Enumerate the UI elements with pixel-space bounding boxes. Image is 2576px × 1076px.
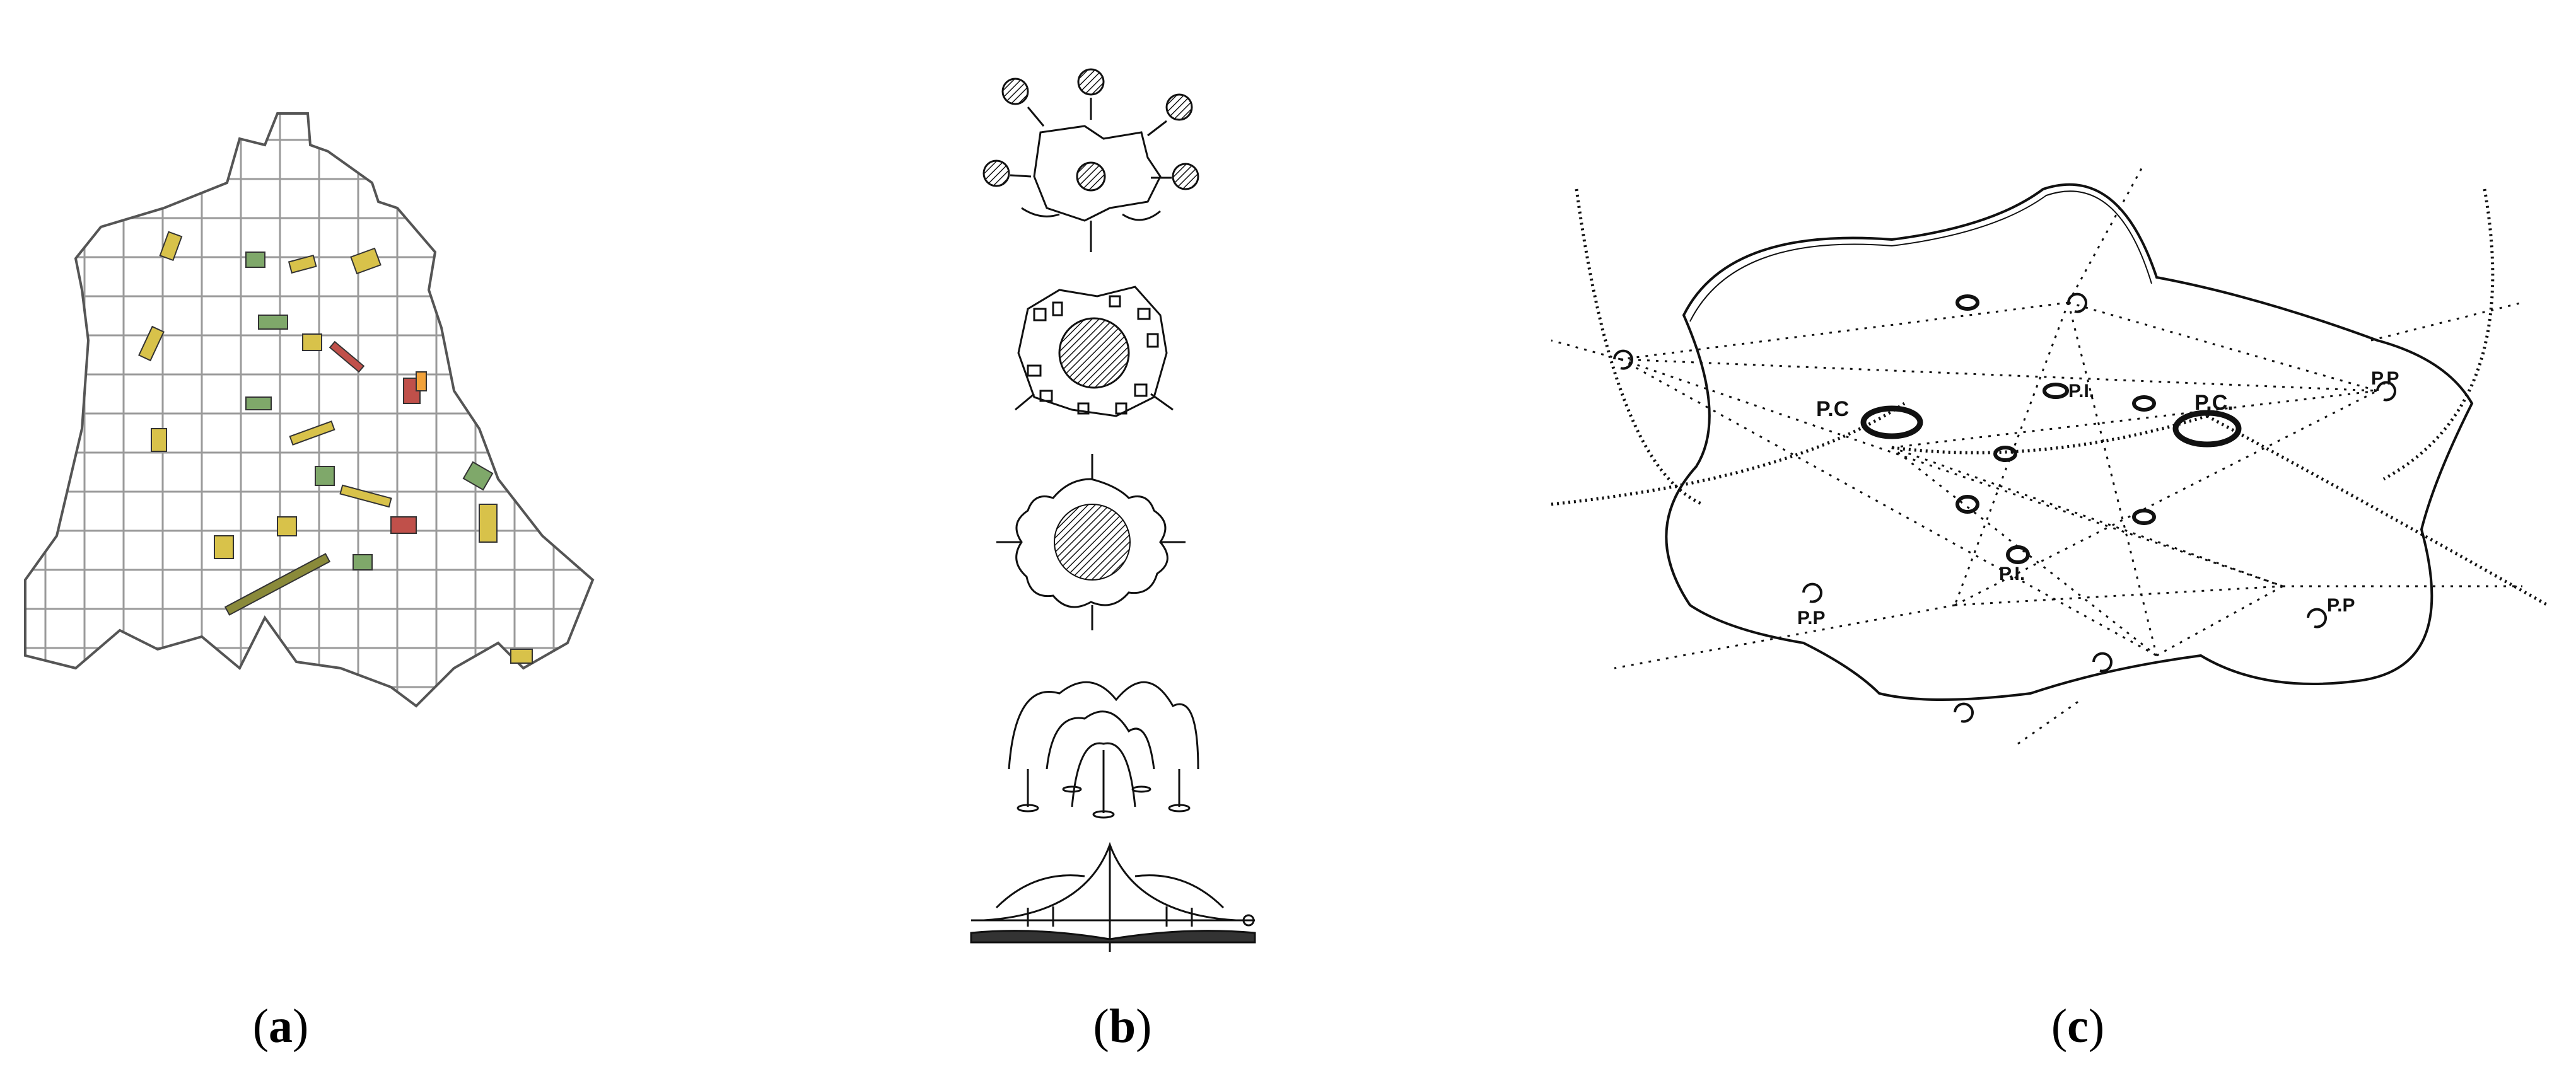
label-pc-left: P.C	[1816, 397, 1849, 421]
heavy-dotted-routes	[1551, 188, 2549, 607]
sketch-sequence-svg	[970, 68, 1256, 952]
sketch-2-dense-fabric	[1015, 286, 1174, 417]
label-pp-top-right: P.P	[2371, 368, 2399, 389]
label-pp-right: P.P	[2327, 595, 2355, 616]
diagram-outline	[1665, 183, 2474, 701]
label-pi-top: P.I.	[2068, 381, 2094, 402]
map-outline	[24, 112, 595, 708]
caption-a: (a)	[252, 1000, 309, 1053]
caption-b: (b)	[1093, 1000, 1152, 1053]
grid-map-svg	[24, 112, 595, 708]
sketch-3-wavy-boundary	[996, 454, 1186, 630]
caption-c-letter: c	[2067, 1000, 2089, 1053]
nodes	[1613, 292, 2396, 723]
caption-c: (c)	[2051, 1000, 2105, 1053]
sketch-4-canopies	[1008, 681, 1199, 819]
label-pp-left: P.P	[1797, 608, 1826, 628]
panel-a-grid-map	[0, 101, 605, 782]
network-diagram-svg: P.C P.C. P.I. P.I. P.P P.P P.P	[1551, 163, 2549, 745]
sketch-1-satellites	[982, 68, 1199, 252]
caption-a-letter: a	[269, 1000, 293, 1053]
sketch-5-tensile-section	[970, 842, 1256, 952]
caption-b-letter: b	[1109, 1000, 1136, 1053]
label-pi-bottom: P.I.	[1999, 564, 2025, 584]
dotted-connections	[1551, 163, 2523, 745]
panel-c-network-diagram: P.C P.C. P.I. P.I. P.P P.P P.P	[1539, 151, 2573, 807]
diagram-labels: P.C P.C. P.I. P.I. P.P P.P P.P	[1797, 368, 2399, 628]
building-footprints	[138, 231, 533, 664]
panel-b-sketch-sequence	[959, 63, 1274, 958]
label-pc-right: P.C.	[2194, 391, 2234, 415]
